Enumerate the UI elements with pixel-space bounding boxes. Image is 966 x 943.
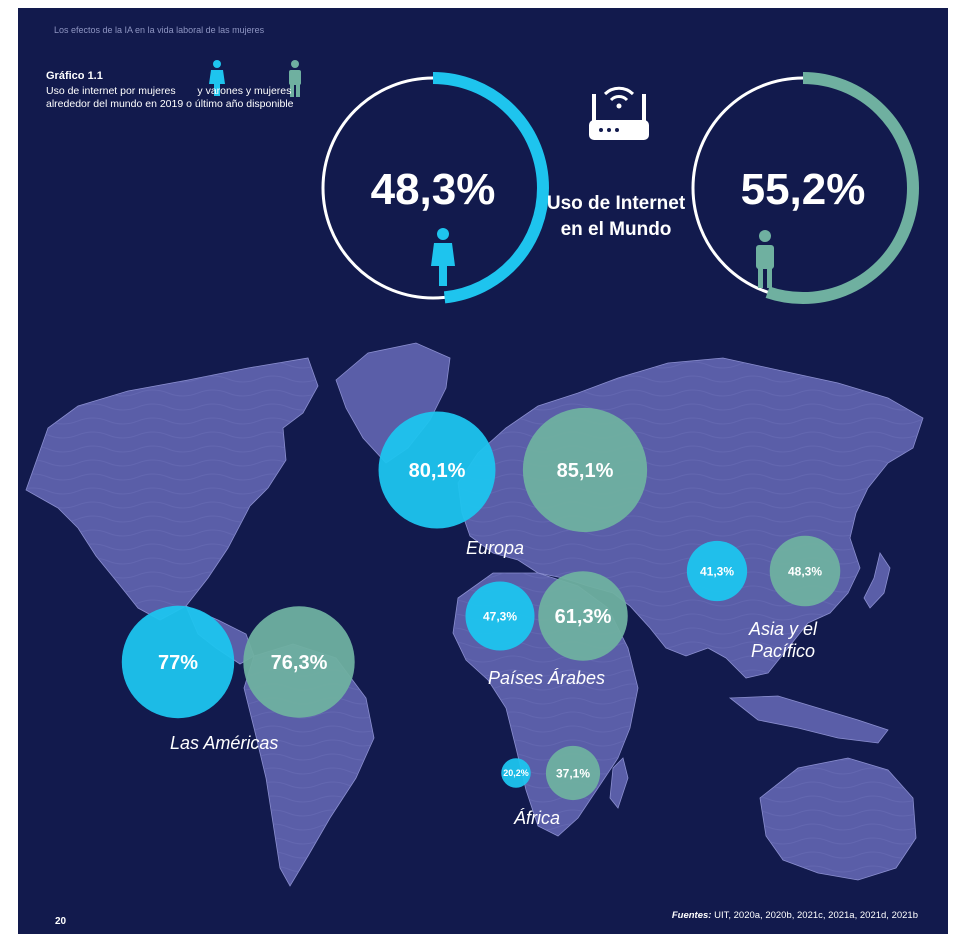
man-icon bbox=[756, 230, 774, 288]
region-label-europa: Europa bbox=[466, 538, 525, 558]
region-4-women-value: 20,2% bbox=[503, 768, 529, 778]
world-women-ring: 48,3% bbox=[317, 72, 549, 304]
running-title: Los efectos de la IA en la vida laboral … bbox=[54, 25, 265, 35]
region-1-women-bubble bbox=[686, 540, 748, 602]
indonesia-shape bbox=[728, 695, 889, 744]
region-2-men-value: 61,3% bbox=[555, 606, 612, 628]
region-0-women-bubble bbox=[378, 411, 496, 529]
region-label-asia: Asia y el Pacífico bbox=[748, 619, 818, 661]
chart-label: Gráfico 1.1 bbox=[46, 70, 103, 82]
legend-man-icon bbox=[289, 60, 301, 97]
region-1-women-value: 41,3% bbox=[700, 564, 734, 578]
sources: Fuentes: UIT, 2020a, 2020b, 2021c, 2021a… bbox=[671, 910, 918, 921]
region-3-men-value: 76,3% bbox=[271, 652, 328, 674]
region-2-women-value: 47,3% bbox=[483, 609, 517, 623]
region-1-men-value: 48,3% bbox=[788, 564, 822, 578]
region-3-men-bubble bbox=[243, 606, 355, 718]
region-label-africa: África bbox=[514, 808, 561, 828]
region-4-men-bubble bbox=[545, 745, 601, 801]
map-layer: 48,3% 55,2% bbox=[25, 60, 924, 887]
world-men-ring: 55,2% bbox=[687, 72, 919, 304]
infographic-page: 48,3% 55,2% bbox=[18, 8, 948, 934]
japan-shape bbox=[863, 552, 891, 609]
world-title: Uso de Internet en el Mundo bbox=[546, 193, 686, 240]
region-0-men-value: 85,1% bbox=[557, 460, 614, 482]
region-3-women-bubble bbox=[121, 605, 235, 719]
legend-woman-icon bbox=[209, 60, 225, 96]
page-number: 20 bbox=[55, 916, 67, 927]
world-women-value: 48,3% bbox=[371, 165, 496, 214]
chart-description: Uso de internet por mujeres y varones y … bbox=[46, 85, 294, 110]
region-0-women-value: 80,1% bbox=[409, 460, 466, 482]
madagascar-shape bbox=[609, 757, 629, 809]
router-icon bbox=[589, 86, 649, 140]
region-label-americas: Las Américas bbox=[170, 733, 279, 753]
region-1-men-bubble bbox=[769, 535, 841, 607]
regional-bubbles: 80,1% 85,1% 41,3% 48,3% 47,3% 61,3% 77% 76,3% 20… bbox=[121, 407, 841, 801]
region-4-women-bubble bbox=[501, 758, 531, 788]
region-4-men-value: 37,1% bbox=[556, 766, 590, 780]
region-label-paises-arabes: Países Árabes bbox=[488, 668, 606, 688]
region-2-men-bubble bbox=[538, 571, 628, 661]
region-2-women-bubble bbox=[465, 581, 535, 651]
woman-icon bbox=[431, 228, 455, 286]
world-men-value: 55,2% bbox=[741, 165, 866, 214]
region-0-men-bubble bbox=[522, 407, 648, 533]
region-3-women-value: 77% bbox=[158, 652, 198, 674]
